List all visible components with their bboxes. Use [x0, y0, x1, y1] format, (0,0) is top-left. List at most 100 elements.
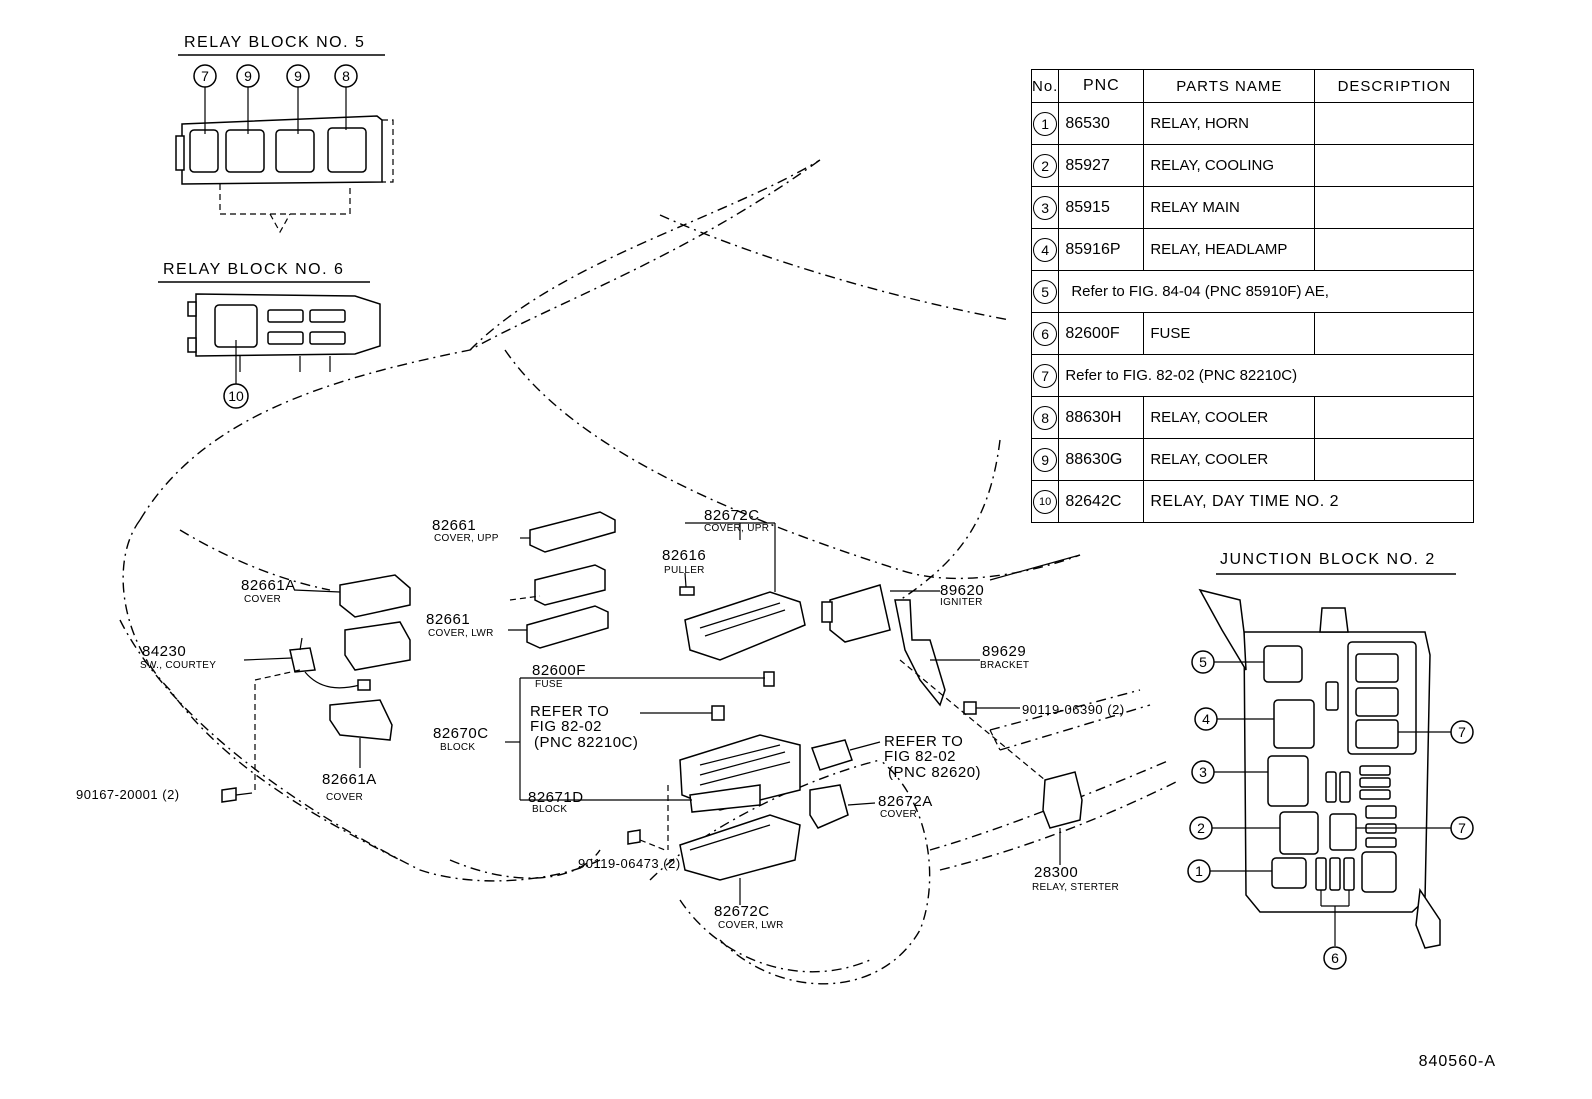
callout-label: 1 [1195, 863, 1203, 879]
desc-82672c-upr: COVER, UPR [704, 523, 769, 534]
junction-block-no2: JUNCTION BLOCK NO. 2 5 4 [1187, 551, 1474, 970]
row-pnc: 85915 [1058, 186, 1145, 229]
refer1-line3: (PNC 82210C) [534, 734, 638, 751]
row-number: 4 [1033, 237, 1058, 262]
pnc-82672c-upr: 82672C [704, 507, 760, 524]
pnc-82661-lwr: 82661 [426, 611, 470, 628]
callout-label: 3 [1199, 764, 1207, 780]
puller-82616 [679, 586, 695, 596]
table-row: 9 88630G RELAY, COOLER [1030, 438, 1475, 481]
row-parts-name: RELAY, COOLER [1143, 438, 1316, 481]
callout-label: 7 [1458, 820, 1466, 836]
callout-label: 2 [1197, 820, 1205, 836]
row-pnc: 85916P [1058, 228, 1145, 271]
callout-label: 9 [294, 68, 302, 84]
refer1-line1: REFER TO [530, 703, 609, 720]
bolt-90167 [221, 787, 237, 803]
desc-82672a: COVER [880, 809, 917, 820]
pnc-82661-upp: 82661 [432, 517, 476, 534]
pnc-90119-06473: 90119-06473 (2) [578, 856, 681, 871]
desc-28300: RELAY, STERTER [1032, 882, 1119, 893]
row-description [1314, 438, 1475, 481]
row-number: 5 [1033, 279, 1058, 304]
row-parts-name: RELAY, COOLER [1143, 396, 1316, 439]
pnc-82600f: 82600F [532, 662, 586, 679]
desc-82672c-lwr: COVER, LWR [718, 920, 784, 931]
callout-10 [223, 383, 249, 409]
pnc-89629: 89629 [982, 643, 1026, 660]
row-parts-name: RELAY, COOLING [1143, 144, 1316, 187]
row-pnc: 85927 [1058, 144, 1145, 187]
desc-82661a-bot: COVER [326, 792, 363, 803]
cover-82661a-bottom [329, 699, 393, 741]
table-row: 2 85927 RELAY, COOLING [1030, 144, 1475, 187]
refer2-line2: FIG 82-02 [884, 748, 956, 765]
cover-upr-82672c [684, 591, 806, 661]
cover-lwr-82672c [679, 814, 801, 881]
row-description [1314, 102, 1475, 145]
fuse-82600f [763, 671, 775, 687]
desc-82661-lwr: COVER, LWR [428, 628, 494, 639]
pnc-28300: 28300 [1034, 864, 1078, 881]
callout-label: 6 [1331, 950, 1339, 966]
desc-82661-upp: COVER, UPP [434, 533, 499, 544]
pnc-82661a-bot: 82661A [322, 771, 377, 788]
pnc-82671d: 82671D [528, 789, 584, 806]
relay-block-no5: RELAY BLOCK NO. 5 7 9 9 8 [175, 34, 394, 234]
desc-82600f: FUSE [535, 679, 563, 690]
callout-label: 4 [1202, 711, 1210, 727]
callout-6 [1323, 946, 1347, 970]
part-labels: 82661 COVER, UPP 82661 COVER, LWR 82661A… [76, 507, 1124, 931]
fuse-block-parts [221, 511, 1083, 881]
row-pnc: 82642C [1058, 480, 1145, 523]
row-description [1314, 186, 1475, 229]
table-row: 3 85915 RELAY MAIN [1030, 186, 1475, 229]
refer2-line1: REFER TO [884, 733, 963, 750]
relay-block-no6: RELAY BLOCK NO. 6 10 [158, 261, 381, 409]
header-no: No. [1030, 69, 1060, 103]
pnc-89620: 89620 [940, 582, 984, 599]
row-description [1314, 312, 1475, 355]
header-parts-name: PARTS NAME [1143, 69, 1316, 103]
callout-label: 10 [228, 388, 244, 404]
cover-upp-82661 [529, 511, 616, 553]
row-number: 10 [1033, 489, 1058, 514]
parts-table: No. PNC PARTS NAME DESCRIPTION 1 86530 R… [1030, 69, 1475, 523]
refer1-line2: FIG 82-02 [530, 718, 602, 735]
cover-82672a [809, 784, 849, 829]
relay-block-6-title: RELAY BLOCK NO. 6 [163, 261, 344, 278]
callout-label: 8 [342, 68, 350, 84]
row-number: 3 [1033, 195, 1058, 220]
row-number: 7 [1033, 363, 1058, 388]
row-parts-name: FUSE [1143, 312, 1316, 355]
block-82671d [689, 784, 761, 813]
row-description [1314, 228, 1475, 271]
cover-82661a-top [339, 574, 411, 618]
header-description: DESCRIPTION [1314, 69, 1475, 103]
desc-84230: SW., COURTEY [140, 660, 216, 671]
desc-89620: IGNITER [940, 597, 983, 608]
figure-code: 840560-A [1418, 1053, 1496, 1070]
desc-82670c: BLOCK [440, 742, 475, 753]
refer2-line3: (PNC 82620) [888, 764, 981, 781]
row-number: 1 [1033, 111, 1058, 136]
row-number: 2 [1033, 153, 1058, 178]
row-number: 8 [1033, 405, 1058, 430]
header-pnc: PNC [1058, 69, 1145, 103]
row-parts-name: RELAY, HEADLAMP [1143, 228, 1316, 271]
pnc-82670c: 82670C [433, 725, 489, 742]
table-row: 7 Refer to FIG. 82-02 (PNC 82210C) [1030, 354, 1475, 397]
leader-lines [243, 522, 1081, 905]
pnc-82672c-lwr: 82672C [714, 903, 770, 920]
row-refer-note: Refer to FIG. 84-04 (PNC 85910F) AE, [1058, 270, 1475, 313]
desc-89629: BRACKET [980, 660, 1029, 671]
table-row: 6 82600F FUSE [1030, 312, 1475, 355]
table-row: 10 82642C RELAY, DAY TIME NO. 2 [1030, 480, 1475, 523]
callout-label: 7 [201, 68, 209, 84]
row-pnc: 82600F [1058, 312, 1145, 355]
pnc-84230: 84230 [142, 643, 186, 660]
bracket-89629 [894, 599, 946, 707]
desc-82616: PULLER [664, 565, 705, 576]
row-description [1314, 396, 1475, 439]
